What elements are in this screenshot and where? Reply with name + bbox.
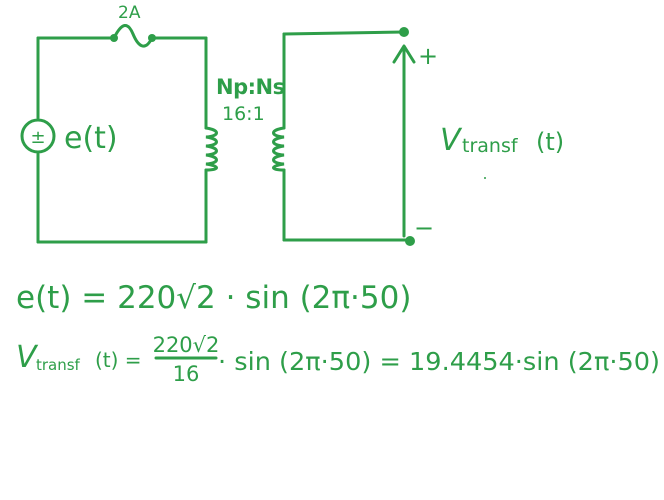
- output-voltage-arrow-head: [392, 44, 416, 64]
- transformer: Np:Ns 16:1: [204, 75, 286, 172]
- output-voltage-label: V transf (t): [440, 123, 564, 158]
- output-plus-sign: +: [418, 42, 438, 70]
- output-terminal-negative: [405, 236, 415, 246]
- secondary-top-wire: [282, 30, 406, 36]
- output-minus-sign: −: [414, 214, 434, 242]
- fuse: 2A: [110, 3, 156, 48]
- voltage-source-label: e(t): [64, 121, 118, 156]
- fuse-label: 2A: [118, 3, 141, 23]
- equation-transformer-lhs-sub: transf: [36, 356, 81, 374]
- output-label-main: V: [440, 123, 463, 158]
- equation-fraction-numerator: 220√2: [153, 333, 220, 357]
- secondary-winding: [272, 126, 286, 172]
- equation-fraction-denominator: 16: [173, 362, 200, 386]
- equation-transformer-lhs-main: V: [16, 340, 39, 375]
- secondary-circuit: [282, 30, 416, 242]
- output-label-arg: (t): [536, 128, 564, 156]
- transformer-label: Np:Ns: [216, 75, 285, 99]
- primary-winding: [204, 126, 218, 172]
- equations: e(t) = 220√2 · sin (2π·50) V transf (t) …: [16, 280, 660, 386]
- voltage-source: ± e(t): [20, 118, 118, 156]
- equation-transformer-rhs: · sin (2π·50) = 19.4454·sin (2π·50): [218, 347, 660, 376]
- output-label-sub: transf: [462, 135, 519, 157]
- voltage-source-symbol: [20, 118, 56, 154]
- output-terminals: + −: [399, 27, 438, 246]
- voltage-source-polarity: ±: [30, 127, 45, 148]
- output-terminal-positive: [399, 27, 409, 37]
- transformer-ratio: 16:1: [222, 103, 265, 125]
- primary-circuit: [36, 36, 208, 244]
- fuse-element: [112, 24, 154, 48]
- equation-transformer-lhs-arg: (t) =: [95, 348, 142, 372]
- equation-source: e(t) = 220√2 · sin (2π·50): [16, 280, 411, 316]
- stray-dot: [484, 177, 486, 179]
